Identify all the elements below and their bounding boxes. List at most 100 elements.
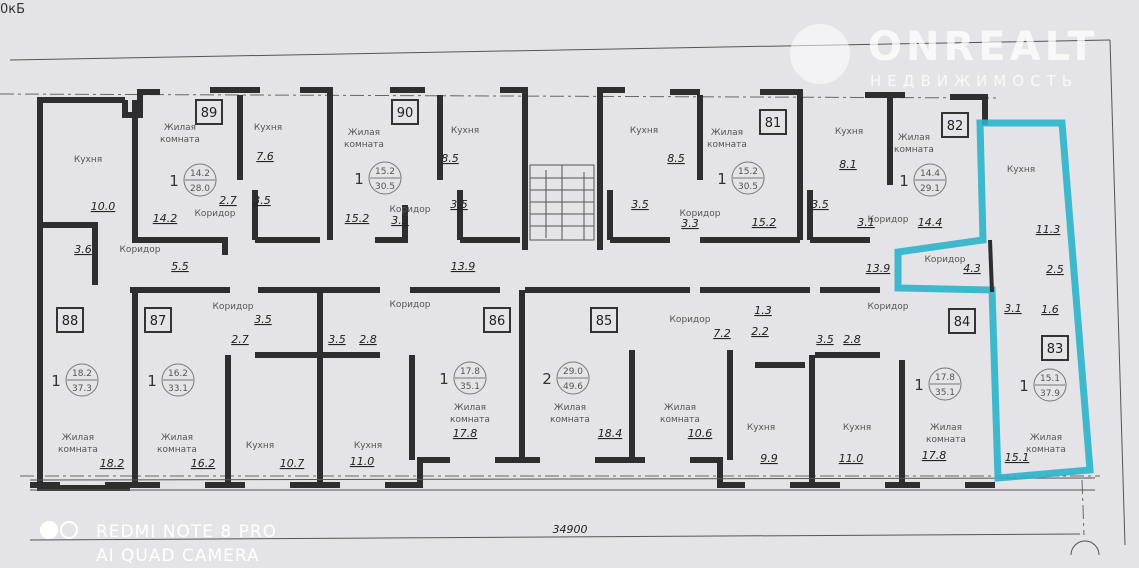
room-count: 1 — [51, 372, 61, 390]
stairwell — [529, 164, 595, 241]
room-count: 1 — [899, 172, 909, 190]
living-area: 17.8 — [935, 373, 955, 383]
area-circle — [161, 363, 195, 397]
room-area: 10.0 — [91, 200, 116, 213]
room-area: 13.9 — [866, 262, 891, 275]
living-room-label: Жилая — [554, 403, 586, 413]
apartment-number: 87 — [150, 314, 167, 329]
area-circle — [65, 363, 99, 397]
living-area: 14.2 — [190, 169, 210, 179]
living-area: 15.1 — [1040, 374, 1060, 384]
header-fragment: 0кБ — [0, 2, 26, 17]
kitchen-label: Кухня — [246, 441, 274, 451]
apartment-number-box — [1041, 335, 1069, 361]
corridor-label: Коридор — [680, 209, 721, 219]
room-area: 3.1 — [857, 216, 875, 229]
living-room-label: комната — [660, 415, 700, 425]
room-area: 5.5 — [171, 260, 189, 273]
corridor-label: Коридор — [868, 215, 909, 225]
living-room-label: комната — [157, 445, 197, 455]
house-logo-icon — [790, 24, 850, 84]
room-count: 1 — [354, 170, 364, 188]
overall-dimension: 34900 — [553, 523, 588, 536]
living-room-label: комната — [894, 145, 934, 155]
room-area: 10.6 — [688, 427, 713, 440]
room-area: 15.1 — [1005, 451, 1030, 464]
room-area: 18.2 — [100, 457, 125, 470]
area-circle — [453, 361, 487, 395]
kitchen-label: Кухня — [835, 127, 863, 137]
total-area: 37.3 — [72, 384, 92, 394]
room-area: 11.3 — [1036, 223, 1061, 236]
apartment-number-box — [483, 307, 511, 333]
apartment-number-box — [56, 307, 84, 333]
living-room-label: Жилая — [664, 403, 696, 413]
floor-plan: 8914.228.019015.230.518115.230.518214.42… — [0, 39, 1126, 555]
living-area: 16.2 — [168, 369, 188, 379]
kitchen-label: Кухня — [630, 126, 658, 136]
living-room-label: Жилая — [898, 133, 930, 143]
corridor-label: Коридор — [195, 209, 236, 219]
room-area: 3.5 — [328, 333, 346, 346]
room-area: 13.9 — [451, 260, 476, 273]
room-area: 3.3 — [681, 217, 699, 230]
total-area: 30.5 — [375, 182, 395, 192]
living-room-label: Жилая — [930, 423, 962, 433]
room-area: 17.8 — [922, 449, 947, 462]
apartment-number: 86 — [489, 314, 506, 329]
apartment-number: 90 — [397, 106, 414, 121]
area-circle — [1033, 368, 1067, 402]
apartment-number: 85 — [596, 314, 613, 329]
room-count: 1 — [169, 172, 179, 190]
room-area: 7.2 — [713, 327, 731, 340]
room-area: 10.7 — [280, 457, 305, 470]
room-area: 3.5 — [253, 194, 271, 207]
living-area: 17.8 — [460, 367, 480, 377]
apartment-number-box — [590, 307, 618, 333]
area-circle — [928, 367, 962, 401]
sheet-border — [1109, 39, 1126, 546]
room-area: 8.5 — [441, 152, 459, 165]
corridor-label: Коридор — [670, 315, 711, 325]
room-count: 1 — [1019, 377, 1029, 395]
area-circle — [183, 163, 217, 197]
kitchen-label: Кухня — [1007, 165, 1035, 175]
area-circle — [731, 161, 765, 195]
living-room-label: Жилая — [161, 433, 193, 443]
room-area: 4.3 — [963, 262, 981, 275]
total-area: 35.1 — [935, 388, 955, 398]
apartment-number: 88 — [62, 314, 79, 329]
kitchen-label: Кухня — [354, 441, 382, 451]
living-room-label: комната — [160, 135, 200, 145]
total-area: 30.5 — [738, 182, 758, 192]
living-area: 29.0 — [563, 367, 583, 377]
total-area: 37.9 — [1040, 389, 1060, 399]
sheet-border — [9, 39, 1111, 61]
corridor-label: Коридор — [925, 255, 966, 265]
room-area: 3.6 — [74, 243, 92, 256]
apartment-number-box — [195, 99, 223, 125]
living-room-label: Жилая — [164, 123, 196, 133]
kitchen-label: Кухня — [747, 423, 775, 433]
corridor-label: Коридор — [390, 205, 431, 215]
room-area: 17.8 — [453, 427, 478, 440]
room-area: 14.4 — [918, 216, 943, 229]
room-area: 8.5 — [667, 152, 685, 165]
living-area: 18.2 — [72, 369, 92, 379]
kitchen-label: Кухня — [451, 126, 479, 136]
living-room-label: комната — [58, 445, 98, 455]
room-count: 1 — [147, 372, 157, 390]
total-area: 49.6 — [563, 382, 583, 392]
area-circle — [913, 163, 947, 197]
room-area: 7.6 — [256, 150, 274, 163]
living-area: 14.4 — [920, 169, 940, 179]
camera-dots-icon — [40, 520, 88, 544]
corridor-label: Коридор — [120, 245, 161, 255]
room-area: 2.7 — [231, 333, 249, 346]
room-area: 2.8 — [843, 333, 861, 346]
room-area: 18.4 — [598, 427, 623, 440]
room-area: 3.5 — [450, 198, 468, 211]
watermark-subtitle: НЕДВИЖИМОСТЬ — [870, 72, 1079, 90]
room-count: 1 — [439, 370, 449, 388]
kitchen-label: Кухня — [74, 155, 102, 165]
